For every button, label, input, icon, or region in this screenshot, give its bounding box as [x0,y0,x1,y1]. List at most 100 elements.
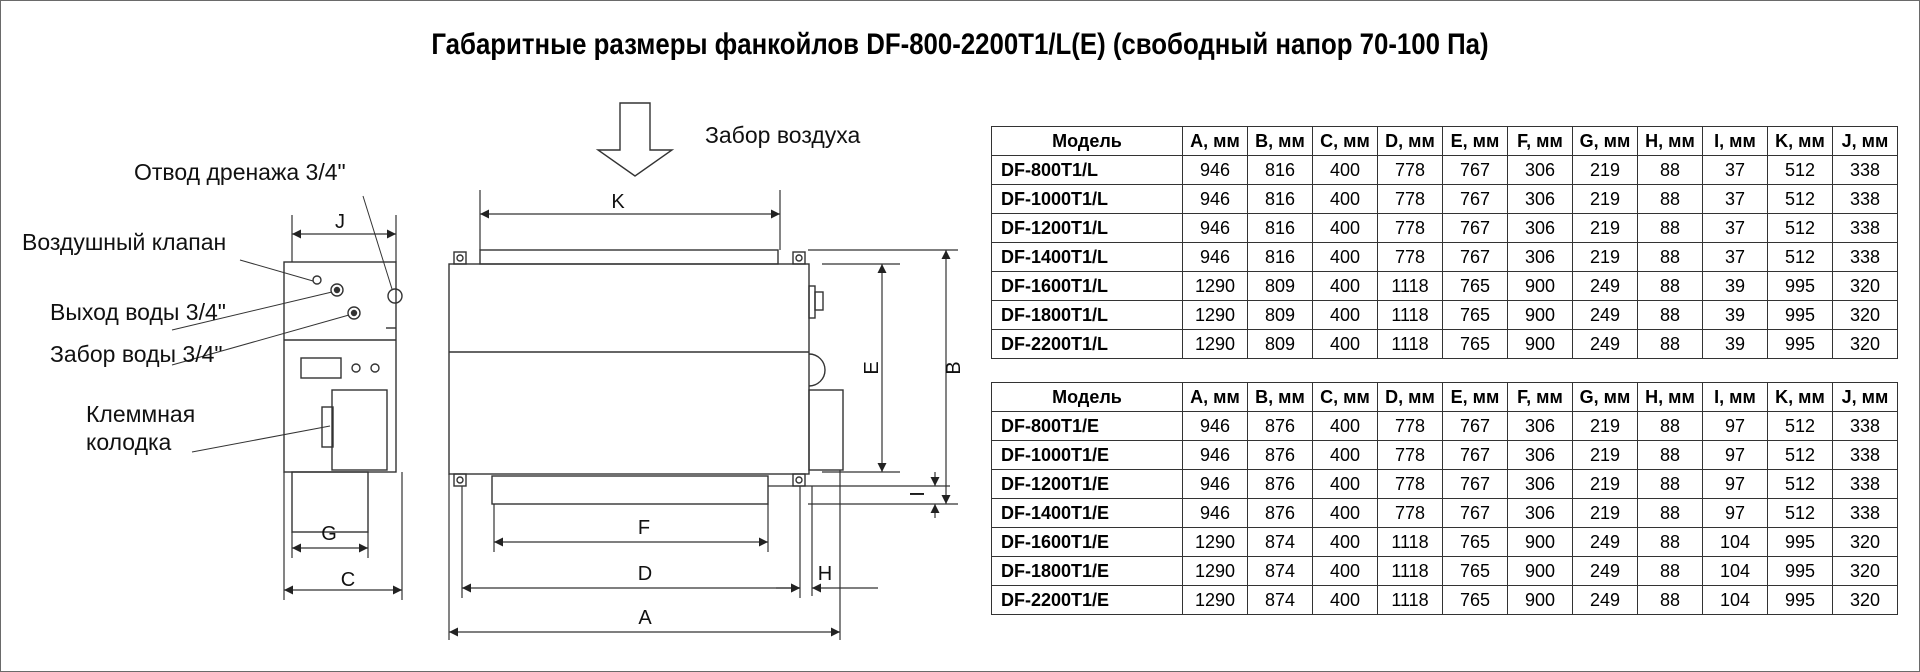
value-cell: 816 [1247,242,1313,272]
value-cell: 1118 [1377,329,1443,359]
value-cell: 39 [1702,300,1768,330]
dim-j-label: J [335,211,345,233]
dim-b-label: B [943,361,965,374]
model-cell: DF-1200T1/E [991,469,1183,499]
value-cell: 88 [1637,556,1703,586]
value-cell: 765 [1442,527,1508,557]
value-cell: 995 [1767,329,1833,359]
value-cell: 88 [1637,440,1703,470]
value-cell: 900 [1507,585,1573,615]
header-a: A, мм [1182,382,1248,412]
value-cell: 320 [1832,556,1898,586]
value-cell: 249 [1572,585,1638,615]
value-cell: 809 [1247,300,1313,330]
value-cell: 338 [1832,184,1898,214]
value-cell: 306 [1507,411,1573,441]
value-cell: 1290 [1182,300,1248,330]
terminal-label-line1: Клеммная [86,401,195,427]
dim-a-label: A [638,607,652,629]
table-header-row: Модель A, мм B, мм C, мм D, мм E, мм F, … [991,126,1898,156]
value-cell: 765 [1442,271,1508,301]
model-cell: DF-1800T1/E [991,556,1183,586]
value-cell: 320 [1832,300,1898,330]
value-cell: 778 [1377,242,1443,272]
value-cell: 306 [1507,469,1573,499]
value-cell: 995 [1767,585,1833,615]
dim-c-label: C [341,569,355,591]
front-view [448,249,844,505]
header-j: J, мм [1832,382,1898,412]
dim-k-label: K [611,191,625,213]
value-cell: 400 [1312,155,1378,185]
value-cell: 946 [1182,411,1248,441]
model-cell: DF-1200T1/L [991,213,1183,243]
value-cell: 37 [1702,242,1768,272]
value-cell: 306 [1507,498,1573,528]
value-cell: 338 [1832,242,1898,272]
value-cell: 995 [1767,271,1833,301]
model-cell: DF-800T1/E [991,411,1183,441]
value-cell: 88 [1637,498,1703,528]
value-cell: 306 [1507,440,1573,470]
header-e: E, мм [1442,126,1508,156]
value-cell: 765 [1442,329,1508,359]
value-cell: 338 [1832,440,1898,470]
value-cell: 338 [1832,498,1898,528]
value-cell: 765 [1442,300,1508,330]
value-cell: 946 [1182,155,1248,185]
value-cell: 400 [1312,271,1378,301]
value-cell: 900 [1507,300,1573,330]
front-view-dimensions [448,190,958,640]
model-cell: DF-1000T1/E [991,440,1183,470]
value-cell: 306 [1507,155,1573,185]
value-cell: 400 [1312,556,1378,586]
value-cell: 97 [1702,469,1768,499]
value-cell: 219 [1572,155,1638,185]
value-cell: 88 [1637,411,1703,441]
value-cell: 767 [1442,498,1508,528]
value-cell: 946 [1182,440,1248,470]
value-cell: 876 [1247,498,1313,528]
value-cell: 400 [1312,440,1378,470]
spec-table-l: Модель A, мм B, мм C, мм D, мм E, мм F, … [991,126,1898,359]
header-a: A, мм [1182,126,1248,156]
value-cell: 88 [1637,213,1703,243]
value-cell: 946 [1182,184,1248,214]
header-c: C, мм [1312,382,1378,412]
value-cell: 946 [1182,498,1248,528]
header-h: H, мм [1637,382,1703,412]
header-g: G, мм [1572,382,1638,412]
value-cell: 512 [1767,440,1833,470]
fancoil-drawing: Забор воздуха J G C [22,102,965,640]
value-cell: 946 [1182,469,1248,499]
header-model: Модель [991,382,1183,412]
value-cell: 400 [1312,411,1378,441]
value-cell: 88 [1637,155,1703,185]
header-i: I, мм [1702,382,1768,412]
value-cell: 88 [1637,300,1703,330]
value-cell: 249 [1572,556,1638,586]
value-cell: 37 [1702,213,1768,243]
water-in-label: Забор воды 3/4" [50,341,223,367]
value-cell: 809 [1247,271,1313,301]
header-k: K, мм [1767,126,1833,156]
value-cell: 1290 [1182,527,1248,557]
value-cell: 876 [1247,469,1313,499]
value-cell: 37 [1702,155,1768,185]
value-cell: 809 [1247,329,1313,359]
model-cell: DF-1800T1/L [991,300,1183,330]
value-cell: 219 [1572,242,1638,272]
dim-i-label: I [907,491,929,497]
header-g: G, мм [1572,126,1638,156]
air-intake-arrow [595,102,675,177]
value-cell: 338 [1832,213,1898,243]
value-cell: 249 [1572,329,1638,359]
value-cell: 874 [1247,527,1313,557]
value-cell: 400 [1312,213,1378,243]
value-cell: 104 [1702,585,1768,615]
